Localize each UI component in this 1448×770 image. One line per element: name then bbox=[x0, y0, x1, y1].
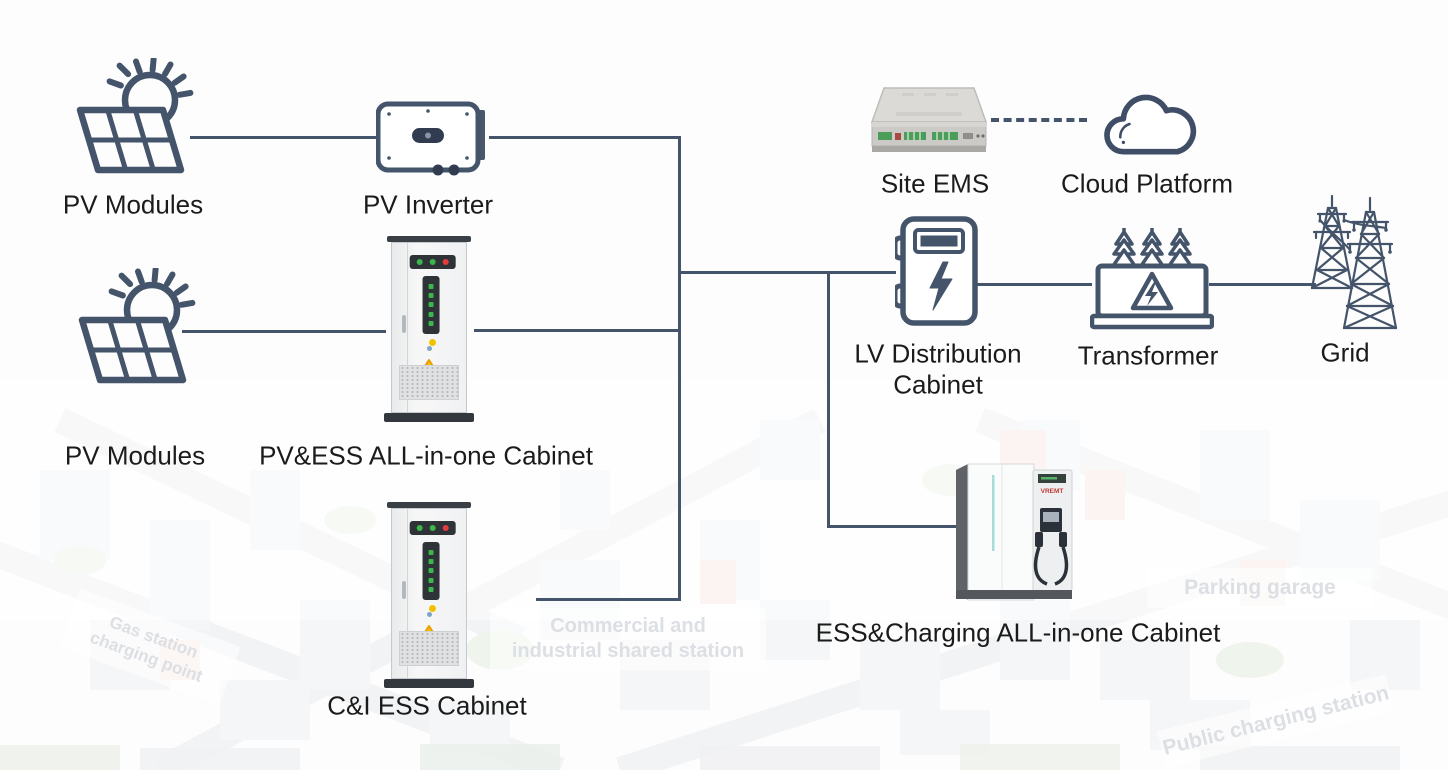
grid-towers-icon bbox=[1310, 194, 1398, 330]
cabinet-vent-grille bbox=[399, 365, 459, 400]
cabinet-body bbox=[391, 242, 467, 413]
cabinet-vent-grille bbox=[399, 631, 459, 666]
label-pv-ess-cabinet: PV&ESS ALL-in-one Cabinet bbox=[259, 440, 593, 471]
connector-cabinet-bus bbox=[474, 329, 681, 332]
label-lv-distribution-cabinet: LV Distribution Cabinet bbox=[854, 338, 1022, 399]
cabinet-led-bar bbox=[409, 521, 456, 535]
connector-ems-cloud-dashed bbox=[991, 118, 1087, 122]
label-grid: Grid bbox=[1320, 337, 1370, 368]
area-label-commercial-text: Commercial and industrial shared station bbox=[511, 615, 745, 662]
label-transformer: Transformer bbox=[1077, 340, 1219, 371]
cabinet-top-cap bbox=[387, 502, 471, 508]
connector-main-bus-vertical bbox=[678, 136, 681, 601]
led-green bbox=[429, 525, 436, 531]
area-label-parking-text: Parking garage bbox=[1184, 575, 1336, 599]
pv-ess-cabinet-image bbox=[384, 236, 474, 422]
pv-modules-icon-top bbox=[76, 58, 194, 174]
cabinet-base bbox=[384, 679, 474, 688]
connector-bus-lvcabinet bbox=[679, 271, 896, 274]
cabinet-indicator-dot bbox=[429, 605, 436, 612]
cabinet-base bbox=[384, 413, 474, 422]
connector-pvmodules-inverter bbox=[190, 136, 380, 139]
label-pv-modules-top: PV Modules bbox=[62, 189, 204, 220]
label-cloud-platform: Cloud Platform bbox=[1061, 168, 1233, 199]
cabinet-soc-display bbox=[422, 542, 440, 600]
led-green bbox=[429, 259, 436, 265]
cabinet-door-handle bbox=[402, 581, 406, 599]
ess-charging-cabinet-image: VREMT bbox=[956, 463, 1073, 601]
lv-distribution-cabinet-icon bbox=[895, 216, 978, 326]
cabinet-door-seam bbox=[407, 509, 408, 678]
led-red bbox=[442, 525, 449, 531]
connector-ciess-bus bbox=[536, 598, 679, 601]
cabinet-top-cap bbox=[387, 236, 471, 242]
led-red bbox=[442, 259, 449, 265]
site-ems-device-image bbox=[870, 87, 988, 152]
pv-inverter-icon bbox=[376, 101, 485, 176]
cloud-platform-icon bbox=[1104, 94, 1197, 155]
pv-modules-icon-middle bbox=[78, 268, 196, 384]
cabinet-soc-display bbox=[422, 276, 440, 334]
connector-branch-esscharging bbox=[828, 525, 958, 528]
svg-text:VREMT: VREMT bbox=[1041, 488, 1064, 495]
label-pv-inverter: PV Inverter bbox=[362, 189, 494, 220]
ci-ess-cabinet-image bbox=[384, 502, 474, 688]
transformer-icon bbox=[1090, 228, 1214, 330]
area-label-commercial-shared-station: Commercial and industrial shared station bbox=[490, 608, 766, 670]
cabinet-led-bar bbox=[409, 255, 456, 269]
connector-lvcabinet-transformer bbox=[976, 283, 1092, 286]
connector-transformer-grid bbox=[1209, 283, 1316, 286]
area-label-parking-garage: Parking garage bbox=[1147, 568, 1373, 608]
connector-pvmodules2-cabinet bbox=[182, 330, 386, 333]
led-green bbox=[416, 259, 423, 265]
cabinet-door-handle bbox=[402, 315, 406, 333]
label-pv-modules-mid: PV Modules bbox=[64, 440, 206, 471]
cabinet-body bbox=[391, 508, 467, 679]
cabinet-indicator-dot bbox=[429, 339, 436, 346]
connector-branch-vertical bbox=[827, 271, 830, 528]
led-green bbox=[416, 525, 423, 531]
connector-inverter-bus bbox=[489, 136, 681, 139]
label-ci-ess-cabinet: C&I ESS Cabinet bbox=[327, 690, 527, 721]
label-ess-charging-cabinet: ESS&Charging ALL-in-one Cabinet bbox=[815, 617, 1221, 648]
label-site-ems: Site EMS bbox=[880, 168, 990, 199]
cabinet-door-seam bbox=[407, 243, 408, 412]
